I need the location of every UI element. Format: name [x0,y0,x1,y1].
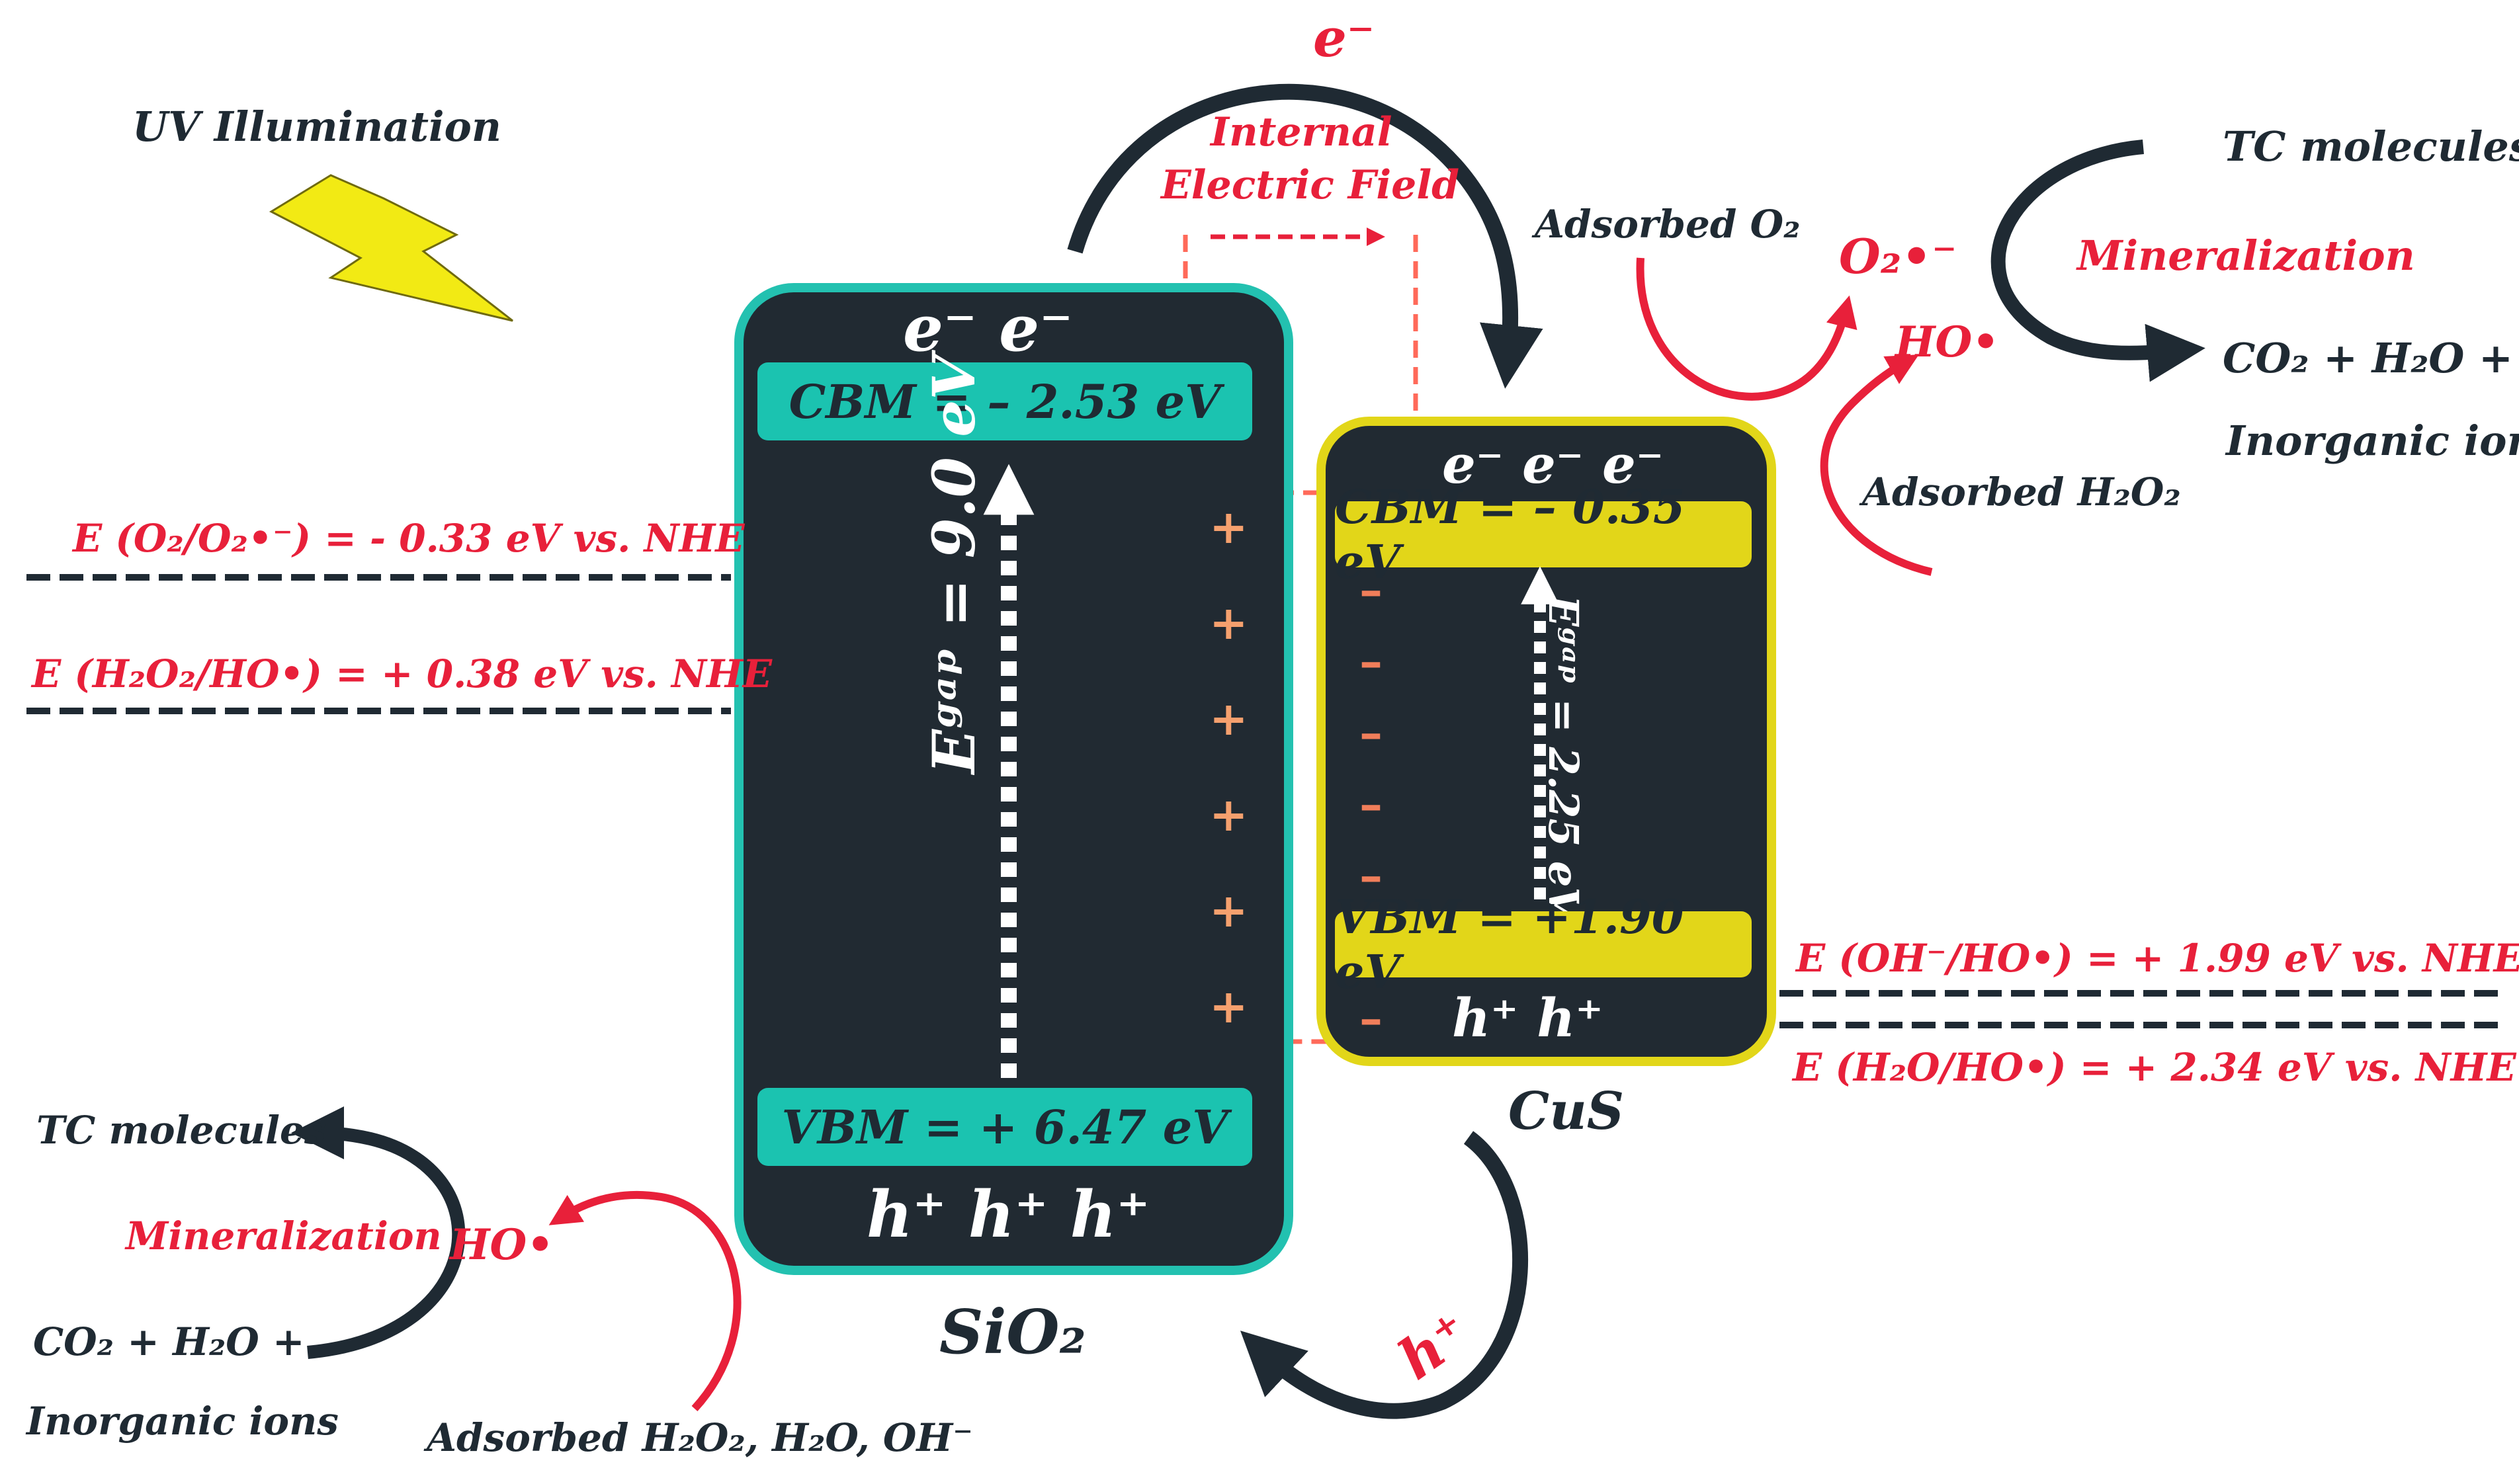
products-label-top-2: Inorganic ions [2226,417,2519,465]
interface-minus-sign: – [1359,634,1383,688]
cus-egap-label: Eᵍᵃᵖ = 2.25 eV [1539,595,1588,919]
field-label-line1: Internal [1211,109,1392,155]
sio2-vbm-label: VBM = + 6.47 eV [781,1099,1228,1155]
o2-to-superoxide-arrow [1636,257,1857,401]
interface-plus-sign: + [1209,979,1248,1034]
adsorbed-o2-label: Adsorbed O₂ [1535,202,1801,247]
hydroxyl-label-bottom: HO• [450,1220,554,1270]
tc-mineralization-arrow-top [1990,140,2205,382]
sio2-egap-label: Eᵍᵃᵖ = 9.0 eV [919,354,988,774]
cus-holes: h⁺ h⁺ [1452,987,1603,1049]
interface-plus-sign: + [1209,691,1248,746]
interface-minus-sign: – [1359,776,1383,831]
cus-vbm-label: VBM = +1.90 eV [1335,889,1684,999]
sio2-cbm-label: CBM = – 2.53 eV [789,374,1221,429]
electron-transfer-label: e⁻ [1313,7,1375,69]
field-label-line2: Electric Field [1161,162,1460,208]
cus-cbm-band: CBM = – 0.35 eV [1335,479,1752,589]
cus-name: CuS [1508,1081,1625,1141]
products-label-bottom-1: CO₂ + H₂O + [33,1319,305,1364]
tc-molecules-label-bottom: TC molecules [36,1108,326,1153]
interface-minus-sign: – [1359,991,1383,1046]
potential-label-left-top: E (O₂/O₂•⁻) = - 0.33 eV vs. NHE [73,516,745,561]
interface-minus-sign: – [1359,848,1383,903]
hydroxyl-label-top: HO• [1895,317,2000,367]
h2o2-to-hydroxyl-arrow-top [1820,354,1933,576]
potential-label-right-top: E (OH⁻/HO•) = + 1.99 eV vs. NHE [1796,936,2519,981]
tc-molecules-label-top: TC molecules [2223,122,2519,171]
uv-illumination-label: UV Illumination [132,103,501,151]
adsorbed-h2o2-label-top: Adsorbed H₂O₂ [1862,470,2181,515]
products-label-bottom-2: Inorganic ions [26,1399,339,1444]
interface-minus-sign: – [1359,705,1383,760]
interface-plus-sign: + [1209,787,1248,842]
potential-label-left-bottom: E (H₂O₂/HO•) = + 0.38 eV vs. NHE [32,651,773,696]
mineralization-label-top: Mineralization [2077,231,2415,280]
sio2-vbm-band: VBM = + 6.47 eV [757,1088,1252,1166]
cus-cbm-label: CBM = – 0.35 eV [1335,479,1686,589]
mineralization-label-bottom: Mineralization [126,1214,442,1258]
sio2-cbm-band: CBM = – 2.53 eV [757,362,1252,440]
interface-minus-sign: – [1359,562,1383,617]
cus-vbm-band: VBM = +1.90 eV [1335,889,1752,999]
hole-transfer-arrow [1240,1131,1529,1419]
superoxide-label: O₂•⁻ [1839,228,1957,284]
sio2-holes: h⁺ h⁺ h⁺ [867,1177,1150,1252]
adsorbed-to-hydroxyl-arrow-bottom [548,1190,742,1412]
products-label-top-1: CO₂ + H₂O + [2223,334,2513,382]
electron-transfer-arrow [1067,83,1543,389]
interface-plus-sign: + [1209,595,1248,650]
interface-plus-sign: + [1209,499,1248,554]
cus-electrons: e⁻ e⁻ e⁻ [1442,433,1664,495]
interface-plus-sign: + [1209,883,1248,938]
potential-label-right-bottom: E (H₂O/HO•) = + 2.34 eV vs. NHE [1793,1045,2516,1090]
adsorbed-label-bottom: Adsorbed H₂O₂, H₂O, OH⁻ [427,1415,973,1460]
tc-mineralization-arrow-bottom [291,1106,466,1359]
lightning-bolt-icon [269,174,513,322]
sio2-name: SiO₂ [939,1296,1086,1368]
sio2-electrons: e⁻ e⁻ [903,291,1073,366]
